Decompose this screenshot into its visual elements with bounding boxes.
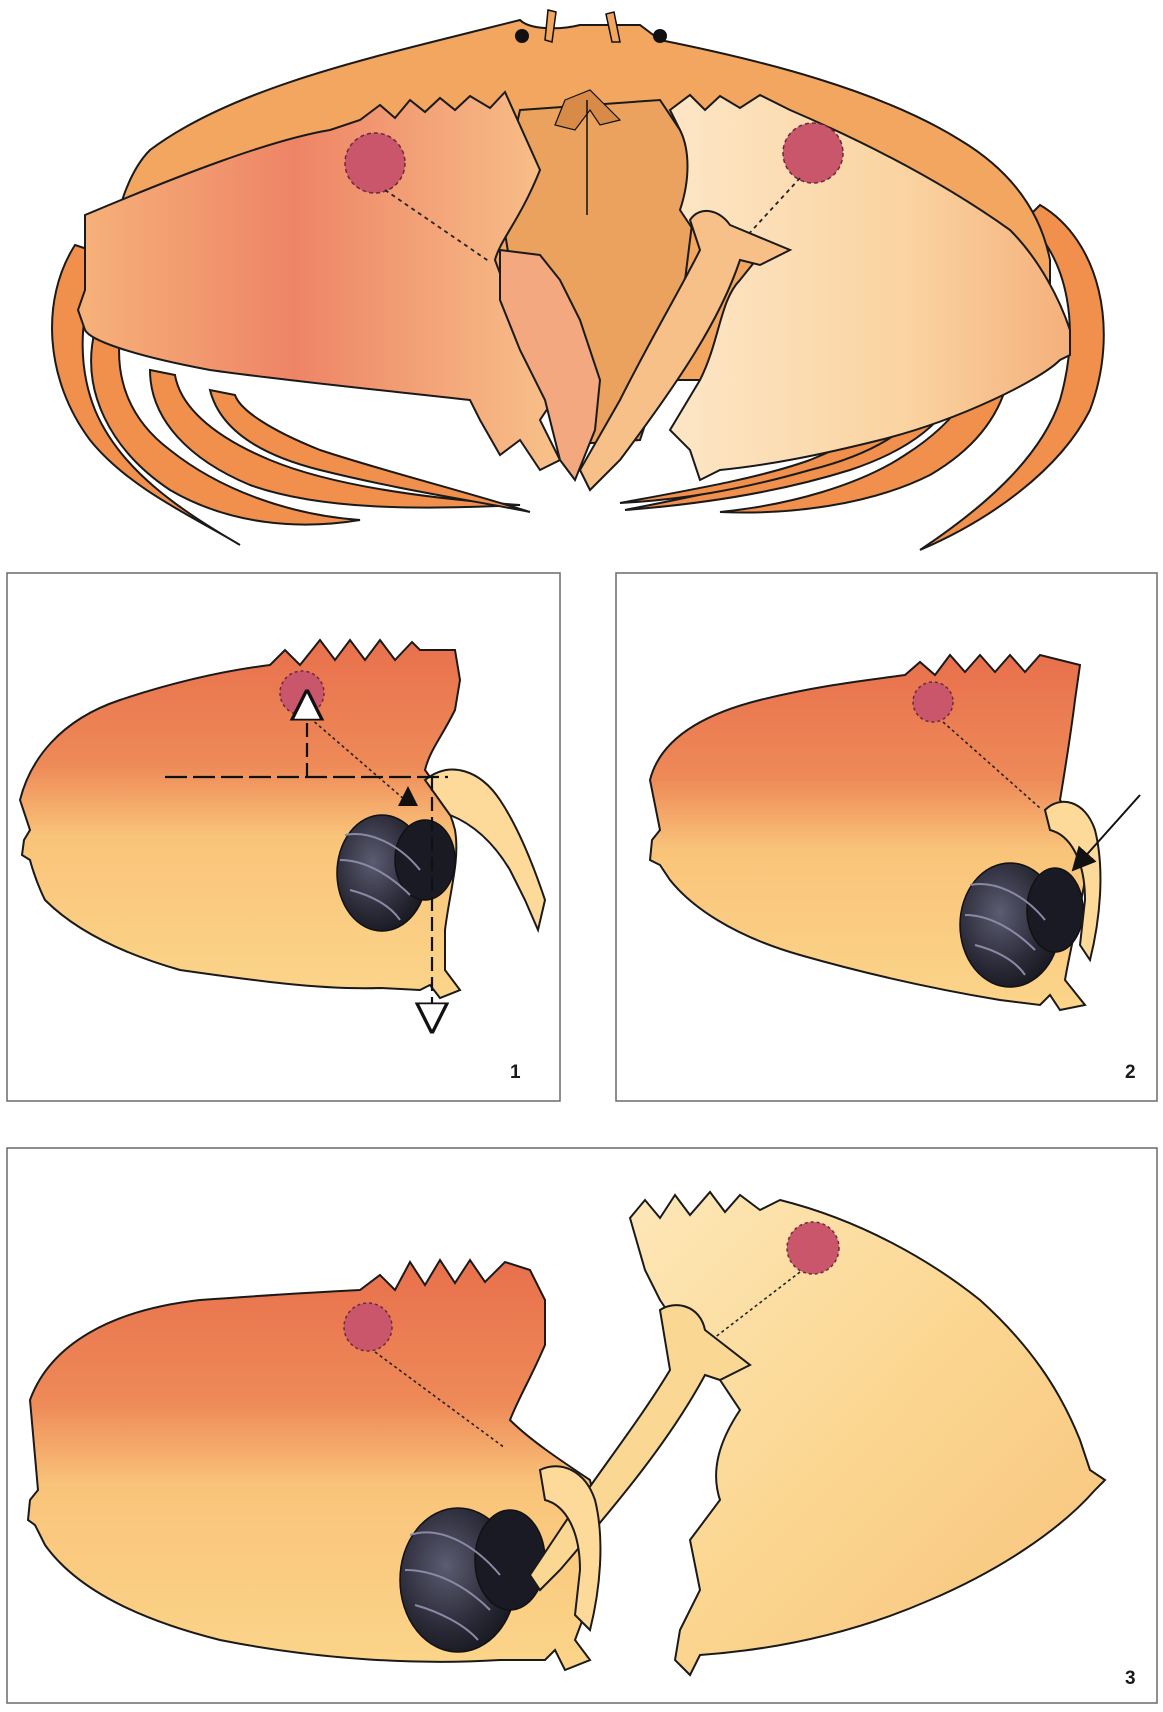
panel-number-2: 2 <box>1125 1062 1136 1084</box>
muscle-spot-left <box>345 133 405 193</box>
muscle-spot-right <box>783 123 843 183</box>
panel-3 <box>7 1148 1157 1703</box>
panel-number-1: 1 <box>510 1062 521 1084</box>
muscle-spot-3-left <box>344 1303 392 1351</box>
muscle-spot-1 <box>280 671 324 715</box>
crab-top-view <box>52 10 1104 550</box>
panel-1 <box>7 573 560 1101</box>
panel-2 <box>616 573 1157 1101</box>
panel-number-3: 3 <box>1125 1668 1136 1690</box>
muscle-spot-2 <box>913 682 953 722</box>
muscle-spot-3-right <box>787 1222 839 1274</box>
